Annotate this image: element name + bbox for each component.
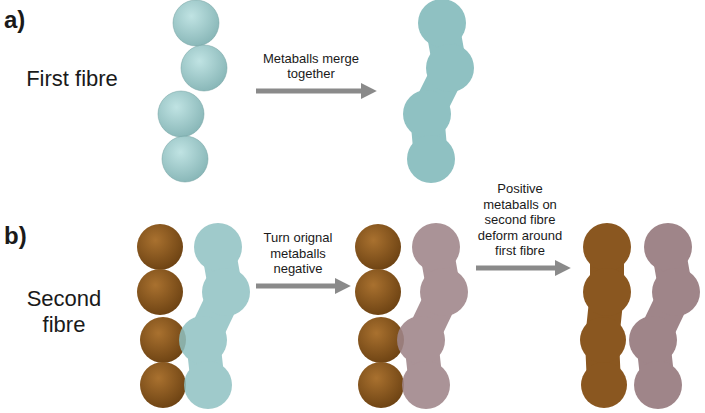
metaball (179, 316, 227, 364)
metaball (358, 362, 404, 408)
metaball (137, 269, 183, 315)
metaball (158, 91, 204, 137)
metaball (644, 223, 692, 271)
metaball (137, 224, 183, 270)
metaball (407, 135, 455, 183)
metaball (634, 361, 682, 409)
metaball (184, 361, 232, 409)
panel-letter: a) (4, 6, 44, 35)
metaball (580, 317, 626, 363)
step-label: Positive metaballs on second fibre defor… (470, 181, 570, 259)
negative-fibre (629, 223, 700, 409)
first-fibre (179, 223, 250, 409)
step-label: Turn orignal metaballs negative (252, 230, 344, 277)
process-arrow (256, 284, 338, 289)
metaball (629, 316, 677, 364)
metaball-spheres (355, 224, 404, 408)
process-arrow (476, 266, 558, 271)
metaball-spheres (137, 224, 186, 408)
metaball (426, 44, 474, 92)
metaball (140, 362, 186, 408)
metaball (355, 269, 401, 315)
metaball (420, 268, 468, 316)
metaball (402, 361, 450, 409)
metaball (202, 268, 250, 316)
merged-fibre (403, 0, 474, 183)
metaball (412, 223, 460, 271)
metaball (162, 136, 208, 182)
deformed-fibre (580, 223, 631, 408)
metaball (355, 224, 401, 270)
step-label: Metaballs merge together (246, 51, 376, 82)
panel-letter: b) (4, 222, 44, 251)
metaball (181, 45, 227, 91)
negative-fibre (397, 223, 468, 409)
process-arrow (256, 89, 364, 94)
metaball (397, 316, 445, 364)
metaball (403, 90, 451, 138)
row-title: First fibre (26, 66, 118, 92)
metaball (194, 223, 242, 271)
metaball (583, 268, 631, 316)
metaball (652, 268, 700, 316)
metaball (418, 0, 466, 47)
metaball-spheres (158, 0, 227, 182)
metaball (583, 223, 631, 271)
row-title: Second fibre (18, 286, 110, 339)
metaball (581, 362, 627, 408)
metaball (173, 0, 219, 46)
